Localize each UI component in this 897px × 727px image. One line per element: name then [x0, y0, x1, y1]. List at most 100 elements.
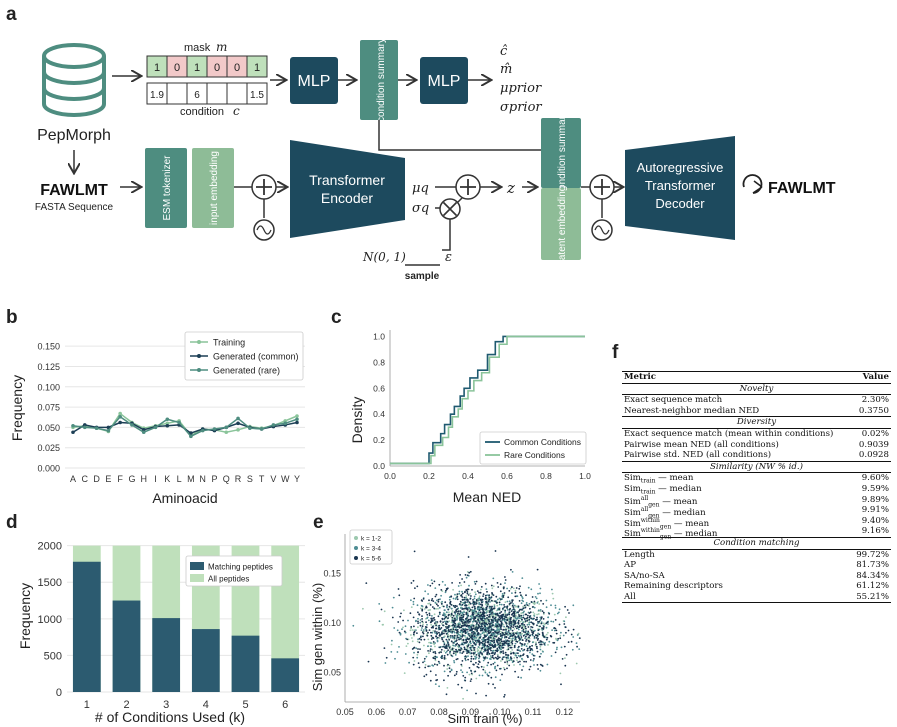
e-point — [391, 639, 393, 642]
e-point — [459, 623, 461, 626]
e-point — [435, 622, 438, 625]
e-xtick: 0.12 — [556, 707, 574, 717]
table-value: 2.30% — [861, 395, 889, 406]
e-point — [463, 646, 466, 649]
e-point — [535, 643, 537, 645]
e-point — [501, 640, 503, 643]
table-metric: Nearest-neighbor median NED — [624, 405, 760, 416]
e-point — [472, 636, 475, 638]
e-point — [499, 617, 502, 620]
e-point — [493, 653, 496, 656]
e-point — [493, 605, 496, 608]
e-point — [432, 617, 434, 620]
e-point — [467, 588, 470, 591]
e-point — [519, 632, 522, 634]
e-point — [464, 641, 467, 644]
e-point — [480, 586, 483, 588]
e-point — [431, 615, 433, 617]
e-point — [427, 665, 430, 668]
e-point — [481, 646, 484, 649]
e-point — [510, 639, 512, 642]
e-point — [466, 671, 468, 674]
e-point — [511, 644, 513, 647]
e-point — [425, 606, 427, 609]
e-point — [459, 610, 462, 613]
e-point — [515, 627, 518, 630]
e-point — [489, 618, 491, 621]
e-point — [512, 651, 515, 654]
e-point — [539, 663, 542, 666]
e-point — [471, 612, 474, 615]
e-point — [458, 644, 461, 647]
b-xtick: F — [117, 474, 123, 484]
e-point — [504, 612, 507, 615]
e-ylabel: Sim gen within (%) — [310, 583, 325, 691]
table-metric: Simwithingen — mean — [624, 516, 710, 531]
e-point — [532, 602, 535, 604]
e-point — [511, 599, 514, 602]
e-point — [524, 631, 527, 634]
e-point — [494, 631, 497, 633]
e-point — [512, 617, 515, 619]
e-point — [477, 626, 480, 629]
e-point — [426, 613, 429, 616]
e-point — [528, 605, 530, 607]
d-bar-matching — [271, 658, 300, 692]
e-point — [447, 645, 450, 647]
e-point — [432, 637, 435, 639]
e-point — [503, 618, 506, 620]
e-point — [520, 614, 523, 617]
c-legend-label: Common Conditions — [504, 437, 581, 447]
e-point — [499, 644, 502, 647]
e-point — [473, 597, 476, 600]
e-point — [422, 623, 424, 626]
e-point — [472, 613, 475, 616]
e-point — [413, 550, 416, 553]
e-point — [442, 636, 445, 639]
e-point — [454, 628, 457, 631]
e-point — [466, 610, 469, 612]
sample-label: sample — [405, 271, 440, 282]
e-point — [472, 631, 475, 633]
e-point — [491, 605, 493, 608]
e-point — [461, 622, 464, 624]
e-point — [496, 642, 499, 644]
e-point — [460, 638, 462, 640]
e-point — [443, 655, 446, 657]
e-point — [502, 629, 504, 631]
decoder-label-3: Decoder — [655, 196, 705, 211]
e-point — [473, 619, 475, 621]
e-point — [510, 610, 513, 612]
e-point — [432, 642, 435, 645]
e-point — [485, 606, 488, 609]
e-point — [465, 611, 468, 614]
e-point — [462, 697, 464, 700]
b-point — [189, 431, 193, 435]
e-point — [400, 612, 402, 615]
e-point — [425, 655, 428, 658]
e-point — [433, 619, 436, 621]
e-point — [511, 604, 514, 607]
e-point — [543, 626, 545, 628]
e-point — [459, 617, 461, 620]
e-point — [451, 637, 454, 639]
e-point — [560, 646, 563, 649]
d-xtick: 2 — [123, 699, 129, 711]
e-point — [464, 590, 466, 593]
e-point — [487, 618, 490, 621]
e-point — [511, 571, 514, 573]
e-point — [514, 595, 517, 598]
e-point — [414, 587, 416, 589]
e-point — [452, 604, 455, 607]
e-point — [497, 631, 499, 634]
e-point — [514, 589, 517, 592]
e-point — [554, 619, 557, 621]
e-point — [421, 608, 424, 611]
e-point — [543, 636, 546, 638]
e-point — [426, 623, 428, 626]
e-point — [455, 639, 458, 641]
e-point — [450, 607, 453, 610]
e-point — [521, 632, 523, 635]
e-point — [572, 636, 575, 638]
